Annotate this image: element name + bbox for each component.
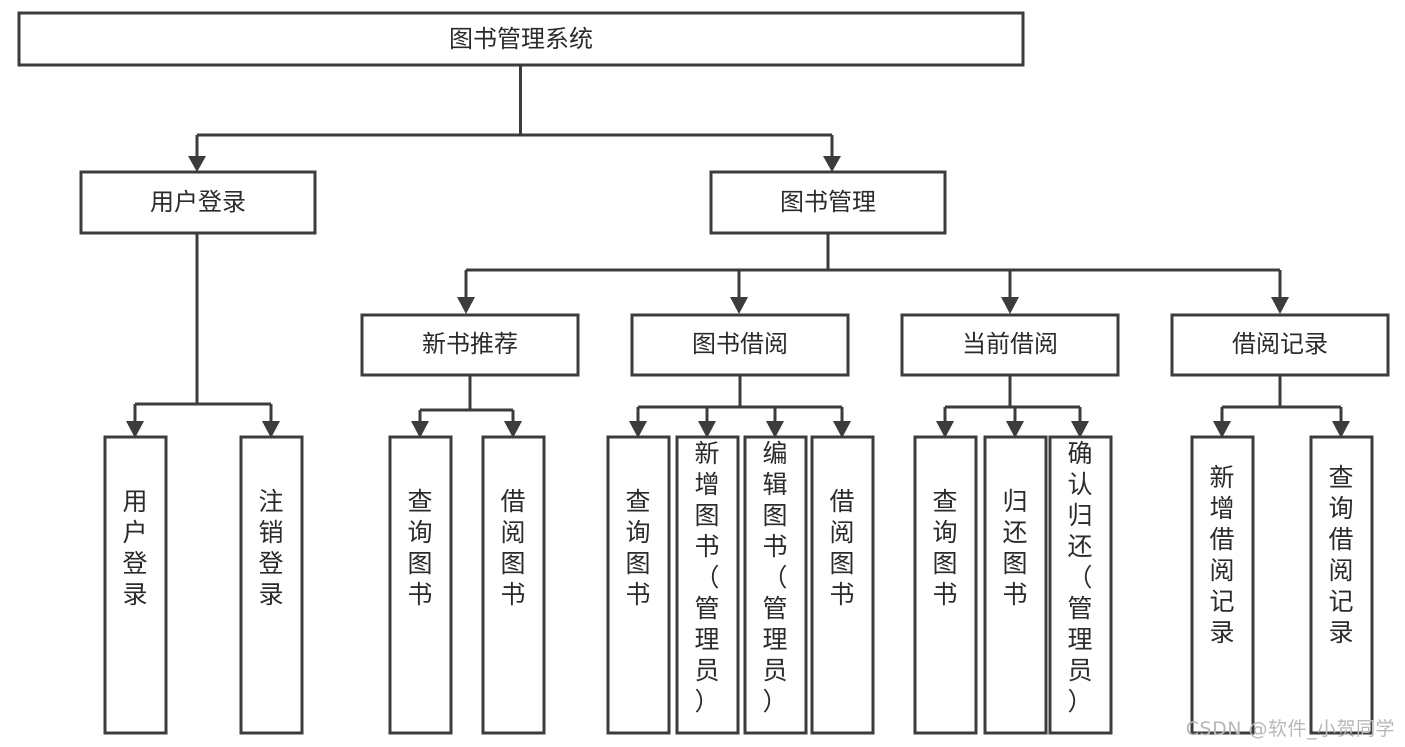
leaf-query-book-3-label: 查询图书 [932,487,957,609]
leaf-borrow-book-2[interactable]: 借阅图书 [810,435,875,735]
leaf-add-book-box[interactable] [675,435,740,735]
connector-group-borrow-record [1213,375,1350,438]
leaf-query-book-2[interactable]: 查询图书 [606,435,671,735]
arrow-head-leaf-add-record [1213,421,1231,438]
leaf-user-login[interactable]: 用户登录 [103,435,168,735]
leaf-query-book-1-box[interactable] [388,435,453,735]
leaf-query-book-2-box[interactable] [606,435,671,735]
leaf-add-record-box[interactable] [1190,435,1255,735]
leaf-return-book-box[interactable] [983,435,1048,735]
node-user-login-label: 用户登录 [150,188,246,216]
leaf-add-record[interactable]: 新增借阅记录 [1190,435,1255,735]
node-borrow-record[interactable]: 借阅记录 [1170,313,1390,377]
arrow-head-leaf-query-book-1 [411,421,429,438]
leaf-query-book-2-label: 查询图书 [625,487,650,609]
node-borrow-record-label: 借阅记录 [1232,330,1328,358]
connector-newbook-to-leaves [418,375,515,424]
arrow-head-current-borrow [1001,297,1019,314]
leaf-edit-book[interactable]: 编辑图书（管理员） [743,435,808,735]
arrow-head-book-borrow [730,297,748,314]
connector-currentborrow-to-leaves [943,375,1082,424]
leaf-query-book-3[interactable]: 查询图书 [913,435,978,735]
arrow-head-new-book-recommend [457,297,475,314]
node-book-management[interactable]: 图书管理 [709,170,947,235]
arrow-head-leaf-add-book [698,421,716,438]
arrow-head-leaf-confirm-return [1071,421,1089,438]
leaf-query-record-box[interactable] [1309,435,1374,735]
leaf-edit-book-box[interactable] [743,435,808,735]
watermark-label: CSDN @软件_小贺同学 [1185,718,1395,740]
leaf-return-book-label: 归还图书 [1002,487,1027,609]
connector-group-new-book-recommend [411,375,522,438]
arrow-head-user-login [188,156,206,172]
node-book-borrow[interactable]: 图书借阅 [630,313,850,377]
node-root-label: 图书管理系统 [449,25,593,53]
leaf-user-logout-box[interactable] [239,435,304,735]
arrow-head-leaf-query-record [1332,421,1350,438]
connector-bookborrow-to-leaves [636,375,844,424]
arrow-head-leaf-return-book [1006,421,1024,438]
connector-group-root [188,65,841,172]
leaf-confirm-return-label: 确认归还（管理员） [1067,439,1092,716]
arrow-head-leaf-query-book-2 [629,421,647,438]
node-book-management-label: 图书管理 [780,188,876,216]
arrow-head-leaf-edit-book [766,421,784,438]
leaf-add-book[interactable]: 新增图书（管理员） [675,435,740,735]
node-root[interactable]: 图书管理系统 [17,11,1025,67]
node-book-management-box[interactable] [709,170,947,235]
node-borrow-record-box[interactable] [1170,313,1390,377]
connector-group-book-borrow [629,375,851,438]
connector-group-user-login [126,233,280,438]
leaf-user-logout-label: 注销登录 [258,487,283,609]
arrow-head-leaf-user-login [126,421,144,438]
connector-bm-to-level3 [464,233,1282,300]
leaf-confirm-return[interactable]: 确认归还（管理员） [1048,435,1113,735]
leaf-user-logout[interactable]: 注销登录 [239,435,304,735]
leaf-query-book-1[interactable]: 查询图书 [388,435,453,735]
connector-group-book-management [457,233,1289,314]
leaf-query-record-label: 查询借阅记录 [1328,463,1353,647]
leaf-borrow-book-1[interactable]: 借阅图书 [481,435,546,735]
connector-root-to-level2 [195,65,834,158]
leaf-confirm-return-box[interactable] [1048,435,1113,735]
node-current-borrow[interactable]: 当前借阅 [900,313,1120,377]
arrow-head-leaf-borrow-book-2 [833,421,851,438]
node-user-login[interactable]: 用户登录 [79,170,317,235]
leaf-query-record[interactable]: 查询借阅记录 [1309,435,1374,735]
node-new-book-recommend-box[interactable] [360,313,580,377]
leaf-query-book-3-box[interactable] [913,435,978,735]
leaf-borrow-book-2-box[interactable] [810,435,875,735]
node-current-borrow-label: 当前借阅 [962,330,1058,358]
node-new-book-recommend[interactable]: 新书推荐 [360,313,580,377]
leaf-add-record-label: 新增借阅记录 [1209,463,1234,647]
arrow-head-leaf-borrow-book-1 [504,421,522,438]
node-new-book-recommend-label: 新书推荐 [422,330,518,358]
leaf-borrow-book-2-label: 借阅图书 [829,487,854,609]
leaf-user-login-label: 用户登录 [122,487,147,609]
leaf-borrow-book-1-label: 借阅图书 [500,487,525,609]
node-book-borrow-label: 图书借阅 [692,330,788,358]
arrow-head-book-management [823,156,841,172]
leaf-edit-book-label: 编辑图书（管理员） [762,439,787,716]
leaf-borrow-book-1-box[interactable] [481,435,546,735]
arrow-head-leaf-user-logout [262,421,280,438]
arrow-head-borrow-record [1271,297,1289,314]
node-current-borrow-box[interactable] [900,313,1120,377]
node-book-borrow-box[interactable] [630,313,850,377]
leaf-return-book[interactable]: 归还图书 [983,435,1048,735]
node-root-box[interactable] [17,11,1025,67]
leaf-query-book-1-label: 查询图书 [407,487,432,609]
connector-group-current-borrow [936,375,1089,438]
arrow-head-leaf-query-book-3 [936,421,954,438]
leaf-add-book-label: 新增图书（管理员） [694,439,719,716]
connector-borrowrecord-to-leaves [1220,375,1343,424]
leaf-user-login-box[interactable] [103,435,168,735]
node-user-login-box[interactable] [79,170,317,235]
connector-userlogin-to-leaves [133,233,273,424]
